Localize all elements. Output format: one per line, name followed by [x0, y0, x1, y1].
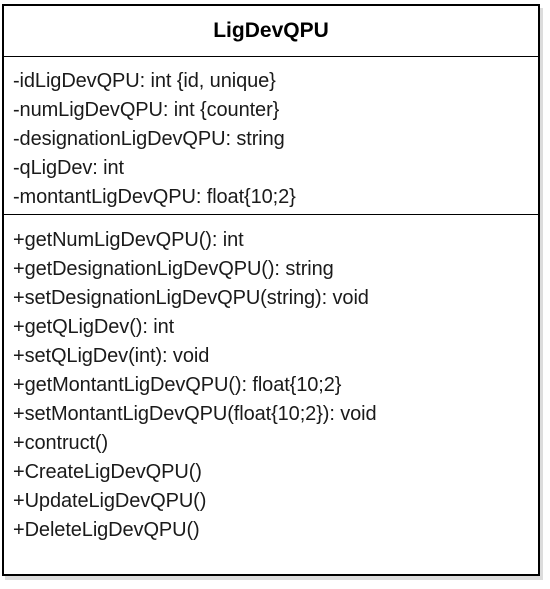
- attribute-item: -montantLigDevQPU: float{10;2}: [13, 186, 296, 208]
- method-item: +UpdateLigDevQPU(): [13, 490, 207, 512]
- uml-class-box: LigDevQPU -idLigDevQPU: int {id, unique}…: [2, 4, 540, 576]
- attributes-compartment: -idLigDevQPU: int {id, unique} -numLigDe…: [4, 57, 538, 215]
- method-item: +getNumLigDevQPU(): int: [13, 229, 244, 251]
- method-item: +CreateLigDevQPU(): [13, 461, 202, 483]
- method-item: +getQLigDev(): int: [13, 316, 175, 338]
- method-item: +getMontantLigDevQPU(): float{10;2}: [13, 374, 342, 396]
- attribute-item: -numLigDevQPU: int {counter}: [13, 99, 280, 121]
- methods-compartment: +getNumLigDevQPU(): int +getDesignationL…: [4, 215, 538, 545]
- attribute-item: -qLigDev: int: [13, 157, 124, 179]
- attribute-item: -idLigDevQPU: int {id, unique}: [13, 70, 276, 92]
- method-item: +getDesignationLigDevQPU(): string: [13, 258, 334, 280]
- method-item: +setQLigDev(int): void: [13, 345, 210, 367]
- method-item: +DeleteLigDevQPU(): [13, 519, 200, 541]
- method-item: +contruct(): [13, 432, 109, 454]
- class-name: LigDevQPU: [4, 6, 538, 57]
- method-item: +setMontantLigDevQPU(float{10;2}): void: [13, 403, 377, 425]
- method-item: +setDesignationLigDevQPU(string): void: [13, 287, 369, 309]
- attribute-item: -designationLigDevQPU: string: [13, 128, 285, 150]
